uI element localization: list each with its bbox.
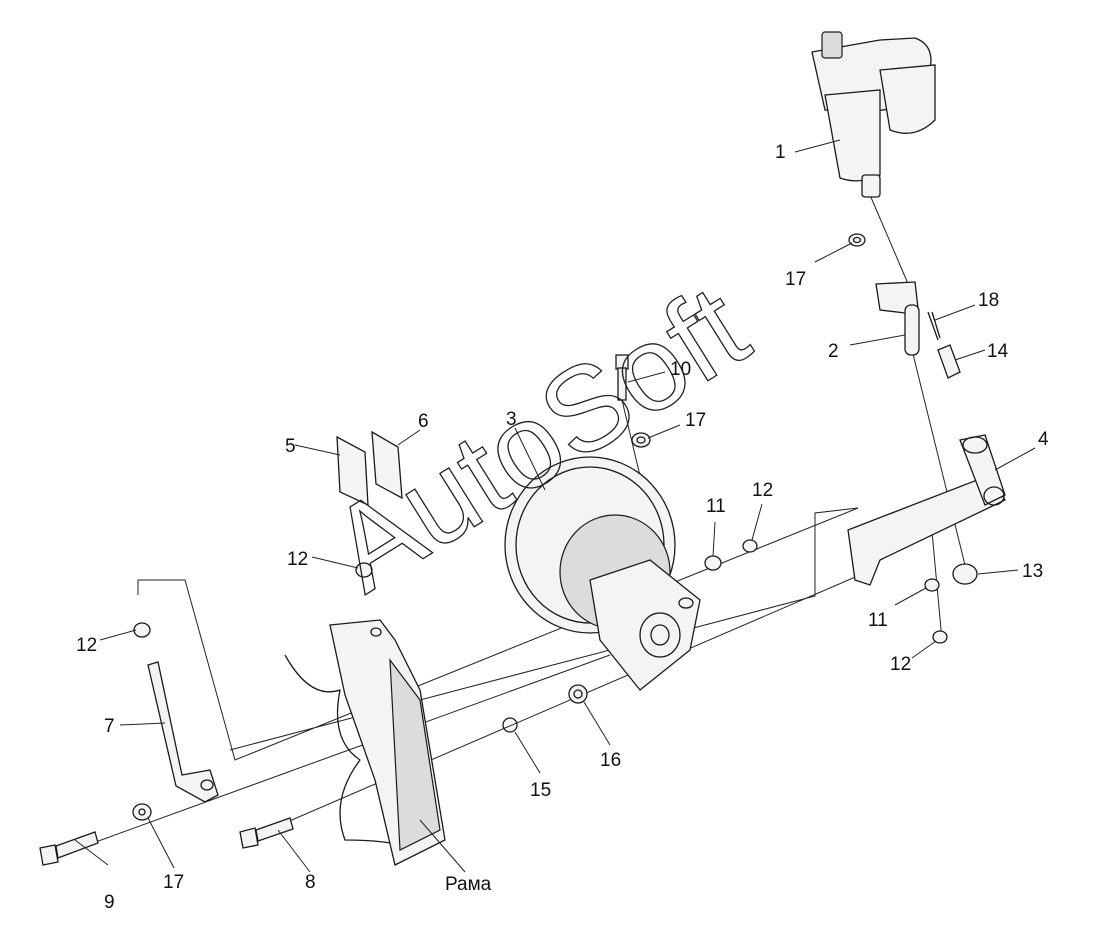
part-17-washer-lower [132,803,152,821]
part-11-nut-right [924,578,940,592]
part-4-bracket-arm [847,434,1006,586]
part-3-motor-pulley [504,456,701,691]
part-9-bolt [39,831,99,866]
callout-12-left-upper: 12 [287,549,308,570]
callout-6: 6 [418,411,429,432]
callout-11-middle: 11 [706,496,726,517]
callout-labels: 1 2 3 4 5 6 7 8 9 10 11 11 12 12 12 12 1… [76,142,1049,913]
part-5-plate [336,435,369,507]
part-15-circlip [502,717,518,733]
part-12-nut-left-lower [133,622,151,638]
part-8-bolt [239,817,294,849]
callout-7: 7 [104,716,115,737]
part-10-bolt [615,354,629,401]
part-1-cylinder [811,31,936,198]
callout-4: 4 [1038,429,1049,450]
frame [284,619,446,866]
part-7-rod [147,661,219,803]
part-17-washer-middle [631,432,651,448]
part-12-nut-left-upper [355,562,373,578]
part-6-plate [371,430,403,500]
part-17-washer-top [848,233,866,247]
callout-8: 8 [305,872,316,893]
part-18-cotter-pin [927,311,941,341]
callout-2: 2 [828,341,839,362]
callout-12-middle: 12 [752,480,773,501]
callout-12-right: 12 [890,654,911,675]
callout-18: 18 [978,290,999,311]
part-12-nut-middle [742,539,758,553]
frame-label: Рама [445,874,492,895]
callout-11-right: 11 [868,610,888,631]
part-13-nut [952,563,978,585]
part-11-nut-middle [704,555,722,571]
callout-17-lower: 17 [163,872,184,893]
callout-12-left-lower: 12 [76,635,97,656]
callout-15: 15 [530,780,551,801]
callout-1: 1 [775,142,786,163]
part-12-nut-right [932,630,948,644]
callout-9: 9 [104,892,115,913]
callout-10: 10 [670,359,691,380]
callout-14: 14 [987,341,1009,362]
leader-lines [74,139,1036,873]
callout-17-top: 17 [785,269,806,290]
callout-13: 13 [1022,561,1043,582]
callout-3: 3 [506,409,517,430]
callout-16: 16 [600,750,621,771]
part-16-washer [568,684,588,704]
callout-17-middle: 17 [685,410,706,431]
part-14-pin [937,344,961,379]
part-2-clevis [875,281,920,356]
callout-5: 5 [285,436,296,457]
